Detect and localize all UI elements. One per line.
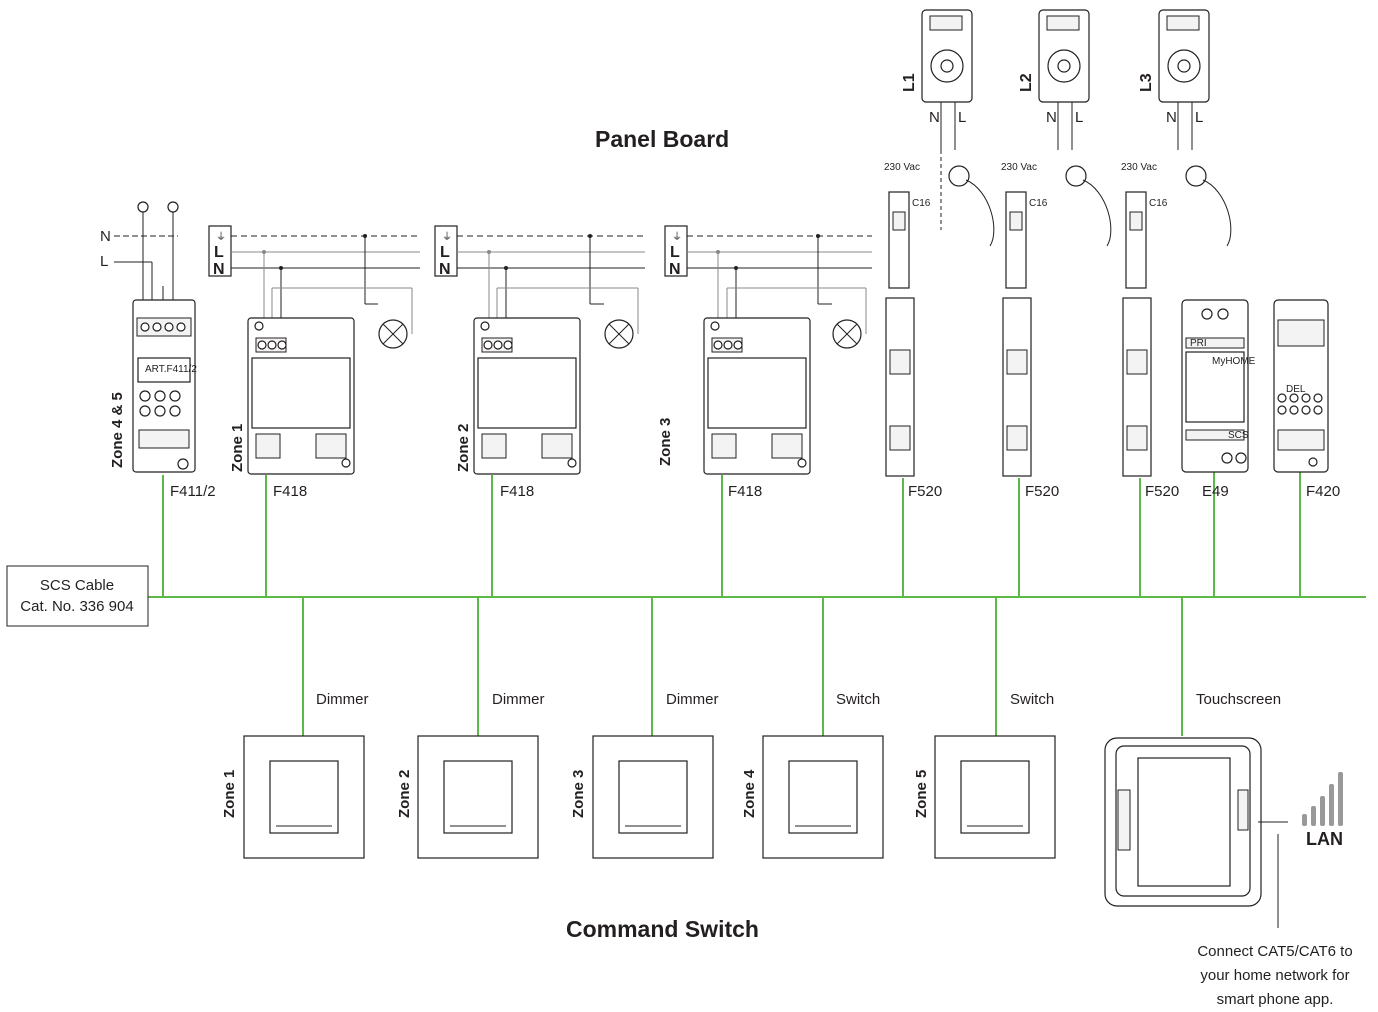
svg-text:SCS Cable: SCS Cable [40, 577, 114, 594]
svg-text:N: N [100, 228, 111, 245]
network-note: Connect CAT5/CAT6 to your home network f… [1197, 943, 1352, 1008]
svg-text:L: L [670, 244, 680, 261]
e49-power-supply: PRI MyHOME SCS E49 [1181, 299, 1256, 500]
svg-text:Switch: Switch [1010, 691, 1054, 708]
f520-module-2: L2 N L 230 Vac C16 F520 [1001, 9, 1112, 500]
svg-text:230 Vac: 230 Vac [1121, 162, 1157, 173]
svg-text:N: N [213, 261, 225, 278]
svg-text:Dimmer: Dimmer [666, 691, 719, 708]
svg-text:L: L [440, 244, 450, 261]
command-switch-2: Dimmer Zone 2 [396, 691, 545, 859]
svg-text:N: N [1166, 109, 1177, 126]
f418-2-zone-label: Zone 2 [455, 424, 472, 472]
svg-text:Zone 2: Zone 2 [396, 770, 413, 818]
svg-text:N: N [1046, 109, 1057, 126]
command-switch-heading: Command Switch [566, 916, 759, 942]
panel-board-heading: Panel Board [595, 126, 729, 152]
f411-model-label: F411/2 [170, 483, 216, 500]
svg-text:L: L [1195, 109, 1203, 126]
svg-text:⏚: ⏚ [442, 231, 452, 243]
svg-text:Connect CAT5/CAT6 to: Connect CAT5/CAT6 to [1197, 943, 1352, 960]
f418-module-1: ⏚ L N Zone 1 F418 [208, 225, 420, 500]
command-switch-3: Dimmer Zone 3 [570, 691, 719, 859]
svg-text:C16: C16 [912, 198, 931, 209]
svg-text:DEL: DEL [1286, 384, 1306, 395]
svg-text:L: L [1075, 109, 1083, 126]
svg-text:PRI: PRI [1190, 338, 1207, 349]
svg-text:⏚: ⏚ [216, 231, 226, 243]
f520-2-model-label: F520 [1025, 483, 1059, 500]
svg-text:C16: C16 [1029, 198, 1048, 209]
svg-text:N: N [929, 109, 940, 126]
touchscreen-device: Touchscreen [1104, 691, 1288, 928]
svg-text:C16: C16 [1149, 198, 1168, 209]
svg-text:Dimmer: Dimmer [316, 691, 369, 708]
svg-text:Zone 1: Zone 1 [221, 770, 238, 818]
f520-1-model-label: F520 [908, 483, 942, 500]
f520-module-3: L3 N L 230 Vac C16 F520 [1121, 9, 1232, 500]
lan-label: LAN [1306, 829, 1343, 849]
svg-text:⏚: ⏚ [672, 231, 682, 243]
scs-cable-label: SCS Cable Cat. No. 336 904 [6, 565, 149, 627]
svg-text:230 Vac: 230 Vac [1001, 162, 1037, 173]
svg-text:Zone 5: Zone 5 [913, 770, 930, 818]
svg-text:smart phone app.: smart phone app. [1217, 991, 1334, 1008]
svg-text:L: L [214, 244, 224, 261]
scs-bus [148, 470, 1366, 736]
svg-text:L: L [958, 109, 966, 126]
svg-text:L1: L1 [901, 73, 918, 92]
svg-text:Cat. No. 336 904: Cat. No. 336 904 [20, 598, 133, 615]
f420-module: DEL F420 [1273, 299, 1340, 500]
svg-text:SCS: SCS [1228, 430, 1249, 441]
svg-text:N: N [439, 261, 451, 278]
f418-1-model-label: F418 [273, 483, 307, 500]
f420-model-label: F420 [1306, 483, 1340, 500]
f418-module-2: ⏚ L N Zone 2 F418 [434, 225, 645, 500]
svg-text:L3: L3 [1138, 73, 1155, 92]
svg-text:Zone 4: Zone 4 [741, 769, 758, 818]
svg-text:your home network for: your home network for [1200, 967, 1349, 984]
f418-3-zone-label: Zone 3 [657, 418, 674, 466]
f520-module-1: L1 N L 230 Vac C16 F520 [884, 9, 995, 500]
f418-1-zone-label: Zone 1 [229, 424, 246, 472]
svg-text:Zone 3: Zone 3 [570, 770, 587, 818]
svg-text:ART.F411/2: ART.F411/2 [145, 364, 197, 375]
svg-text:L: L [100, 253, 108, 270]
f520-3-model-label: F520 [1145, 483, 1179, 500]
svg-text:Dimmer: Dimmer [492, 691, 545, 708]
svg-text:N: N [669, 261, 681, 278]
svg-text:Touchscreen: Touchscreen [1196, 691, 1281, 708]
command-switch-5: Switch Zone 5 [913, 691, 1056, 859]
f411-module: N L ART.F411/2 Zone 4 & 5 F411/2 [100, 201, 216, 500]
command-switch-1: Dimmer Zone 1 [221, 691, 369, 859]
lan-signal-icon [1302, 772, 1343, 826]
command-switch-4: Switch Zone 4 [741, 691, 884, 859]
svg-text:Switch: Switch [836, 691, 880, 708]
f418-2-model-label: F418 [500, 483, 534, 500]
svg-text:MyHOME: MyHOME [1212, 356, 1256, 367]
svg-text:230 Vac: 230 Vac [884, 162, 920, 173]
f411-zone-label: Zone 4 & 5 [109, 392, 126, 468]
f418-3-model-label: F418 [728, 483, 762, 500]
f418-module-3: ⏚ L N Zone 3 F418 [657, 225, 872, 500]
svg-text:L2: L2 [1018, 73, 1035, 92]
e49-model-label: E49 [1202, 483, 1229, 500]
